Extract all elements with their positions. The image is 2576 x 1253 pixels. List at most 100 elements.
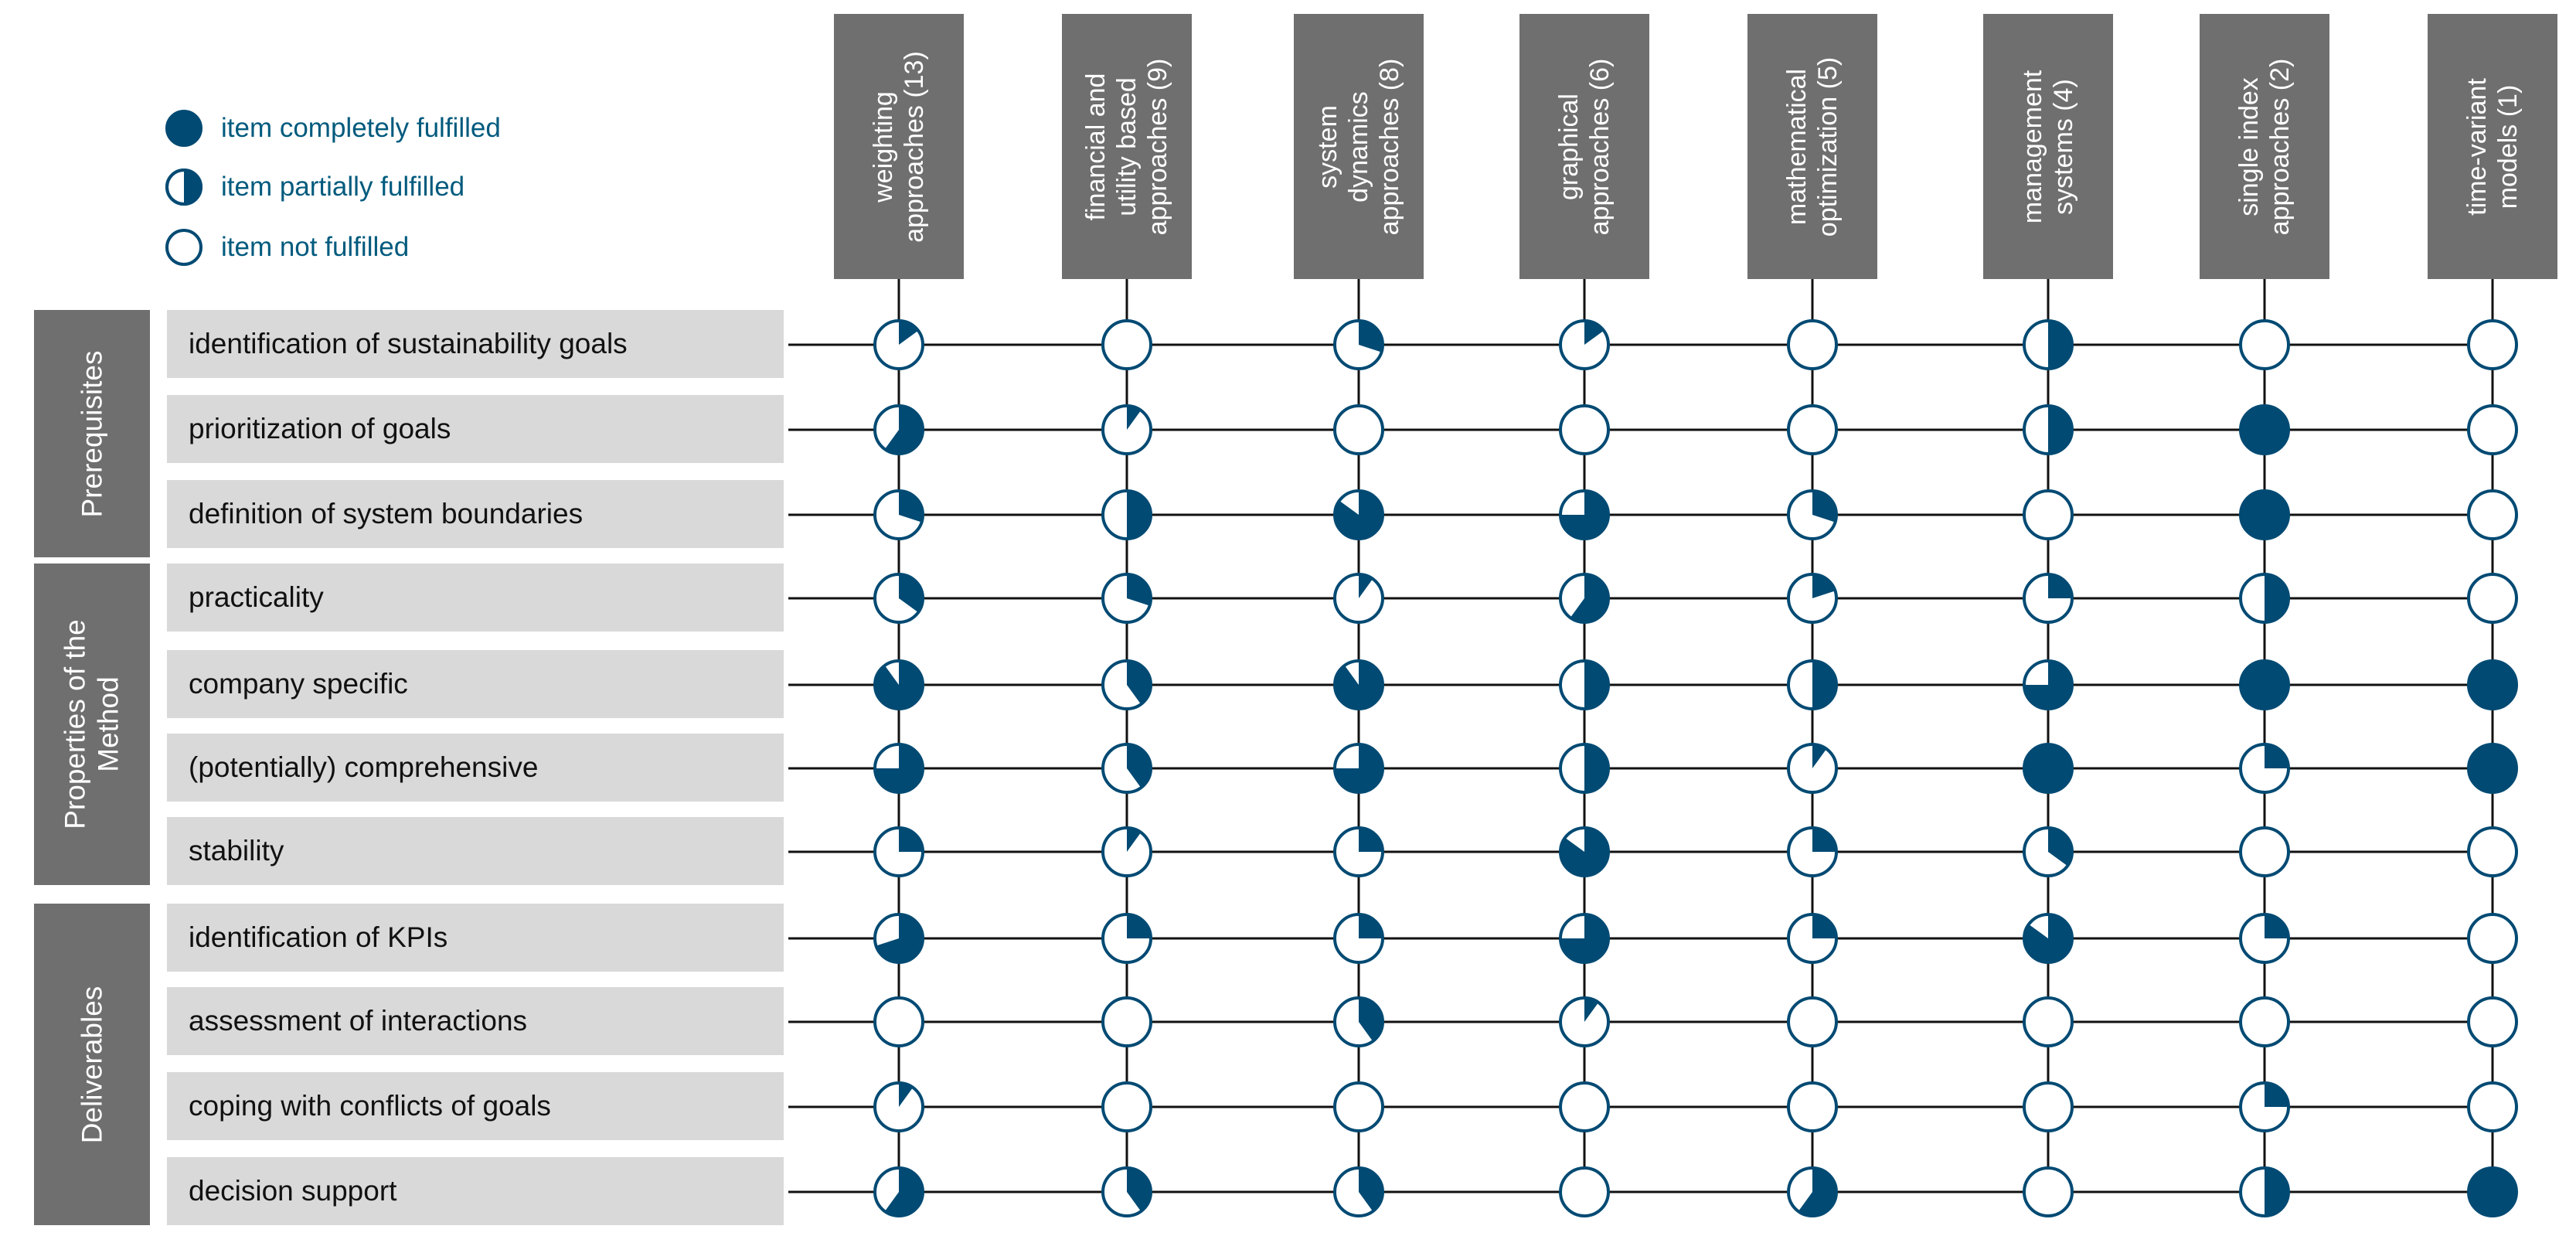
fulfillment-marker: [2023, 659, 2074, 710]
row-label-text: prioritization of goals: [189, 413, 451, 444]
fulfillment-marker: [1333, 1166, 1384, 1217]
column-header-label: weighting approaches (13): [869, 50, 929, 243]
fulfillment-marker: [873, 404, 924, 455]
fulfillment-marker: [1559, 913, 1610, 964]
fulfillment-marker: [1101, 1166, 1152, 1217]
fulfillment-marker: [2467, 489, 2518, 540]
group-label: Properties of the Method: [34, 564, 150, 885]
fulfillment-marker: [1101, 913, 1152, 964]
fulfillment-marker: [1787, 573, 1838, 624]
fulfillment-marker: [873, 996, 924, 1047]
fulfillment-marker: [873, 573, 924, 624]
fulfillment-marker: [1333, 404, 1384, 455]
legend-label-none: item not fulfilled: [221, 232, 410, 262]
row-label-text: identification of KPIs: [189, 921, 448, 953]
fulfillment-marker: [1559, 404, 1610, 455]
full-circle-icon: [165, 110, 202, 147]
fulfillment-marker: [2023, 996, 2074, 1047]
fulfillment-marker: [873, 659, 924, 710]
fulfillment-marker: [1787, 404, 1838, 455]
row-label-text: decision support: [189, 1175, 397, 1207]
row-label: prioritization of goals: [167, 395, 784, 463]
column-header-label: financial and utility based approaches (…: [1081, 58, 1172, 235]
column-header: financial and utility based approaches (…: [1062, 14, 1192, 279]
fulfillment-marker: [1559, 659, 1610, 710]
fulfillment-marker: [1333, 826, 1384, 877]
fulfillment-marker: [873, 1166, 924, 1217]
column-header: system dynamics approaches (8): [1294, 14, 1424, 279]
row-label: identification of KPIs: [167, 904, 784, 972]
row-label: definition of system boundaries: [167, 480, 784, 548]
fulfillment-marker: [2239, 1081, 2290, 1132]
fulfillment-marker: [1559, 996, 1610, 1047]
row-label: stability: [167, 817, 784, 885]
fulfillment-marker: [1559, 1166, 1610, 1217]
fulfillment-marker: [873, 743, 924, 794]
fulfillment-marker: [2467, 573, 2518, 624]
legend-label-full: item completely fulfilled: [221, 113, 501, 143]
fulfillment-marker: [873, 489, 924, 540]
half-circle-icon: [165, 169, 202, 206]
fulfillment-marker: [1101, 996, 1152, 1047]
fulfillment-marker: [1559, 319, 1610, 370]
fulfillment-marker: [2023, 319, 2074, 370]
fulfillment-marker: [2239, 573, 2290, 624]
fulfillment-marker: [2467, 743, 2518, 794]
column-header: single index approaches (2): [2200, 14, 2329, 279]
row-label-text: identification of sustainability goals: [189, 328, 628, 359]
row-label: coping with conflicts of goals: [167, 1072, 784, 1140]
row-label: identification of sustainability goals: [167, 310, 784, 378]
fulfillment-marker: [1333, 489, 1384, 540]
fulfillment-marker: [2023, 826, 2074, 877]
fulfillment-marker: [1559, 573, 1610, 624]
group-label: Deliverables: [34, 904, 150, 1225]
fulfillment-marker: [1101, 489, 1152, 540]
fulfillment-marker: [1333, 319, 1384, 370]
fulfillment-marker: [1559, 1081, 1610, 1132]
fulfillment-marker: [2239, 319, 2290, 370]
fulfillment-marker: [1787, 1166, 1838, 1217]
fulfillment-marker: [1333, 1081, 1384, 1132]
fulfillment-marker: [2023, 913, 2074, 964]
fulfillment-marker: [2239, 659, 2290, 710]
fulfillment-marker: [1101, 659, 1152, 710]
fulfillment-marker: [2023, 1081, 2074, 1132]
fulfillment-marker: [873, 319, 924, 370]
fulfillment-marker: [1787, 489, 1838, 540]
column-header-label: single index approaches (2): [2234, 58, 2295, 235]
row-label: company specific: [167, 650, 784, 718]
fulfillment-marker: [1101, 573, 1152, 624]
column-header: graphical approaches (6): [1519, 14, 1649, 279]
row-label-text: company specific: [189, 668, 408, 700]
fulfillment-marker: [2467, 913, 2518, 964]
legend-label-partial: item partially fulfilled: [221, 172, 465, 202]
column-header-label: system dynamics approaches (8): [1313, 58, 1404, 235]
row-label-text: practicality: [189, 581, 324, 613]
fulfillment-marker: [873, 826, 924, 877]
column-header: mathematical optimization (5): [1747, 14, 1877, 279]
fulfillment-marker: [1333, 913, 1384, 964]
row-label: (potentially) comprehensive: [167, 734, 784, 802]
fulfillment-marker: [1787, 743, 1838, 794]
fulfillment-marker: [2467, 659, 2518, 710]
fulfillment-marker: [2023, 1166, 2074, 1217]
group-label: Prerequisites: [34, 310, 150, 557]
fulfillment-marker: [2239, 404, 2290, 455]
row-label-text: stability: [189, 835, 284, 867]
fulfillment-marker: [2023, 743, 2074, 794]
group-label-text: Properties of the Method: [60, 619, 125, 829]
fulfillment-marker: [2239, 996, 2290, 1047]
legend-item-partial: item partially fulfilled: [164, 165, 464, 209]
fulfillment-marker: [1559, 489, 1610, 540]
fulfillment-marker: [2023, 573, 2074, 624]
legend-item-none: item not fulfilled: [164, 226, 409, 269]
fulfillment-marker: [2467, 996, 2518, 1047]
row-label: practicality: [167, 564, 784, 632]
column-header-label: graphical approaches (6): [1554, 58, 1615, 235]
fulfillment-marker: [2467, 826, 2518, 877]
fulfillment-marker: [1333, 573, 1384, 624]
fulfillment-marker: [2467, 1081, 2518, 1132]
fulfillment-marker: [1559, 743, 1610, 794]
row-label-text: coping with conflicts of goals: [189, 1090, 551, 1122]
